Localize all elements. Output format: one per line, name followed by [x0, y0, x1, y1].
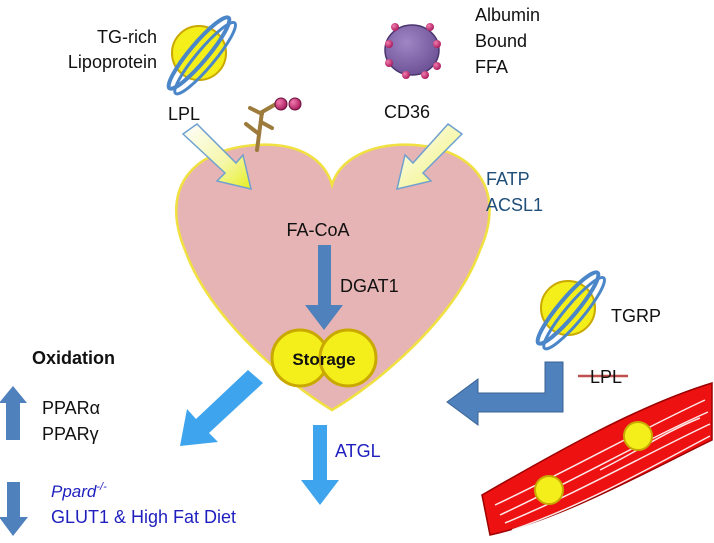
cd36-uptake-arrow: [395, 122, 464, 191]
tgrp-lipoprotein-icon: [535, 270, 606, 351]
acsl1-label: ACSL1: [486, 195, 543, 215]
dgat1-arrow: [305, 245, 343, 330]
fatp-label: FATP: [486, 169, 530, 189]
ppard-superscript: -/-: [96, 481, 107, 493]
muscle-fiber-icon: [481, 381, 713, 536]
glut1-label: GLUT1 & High Fat Diet: [51, 507, 236, 527]
lpl-label: LPL: [168, 104, 200, 124]
tg-rich-label: TG-rich: [97, 27, 157, 47]
albumin-label: Albumin: [475, 5, 540, 25]
pparg-label: PPARγ: [42, 424, 99, 444]
storage-label: Storage: [292, 350, 355, 369]
lipoprotein-icon: [166, 15, 237, 96]
oxidation-label: Oxidation: [32, 348, 115, 368]
lpl-crossed-label: LPL: [590, 367, 622, 387]
tgrp-bent-arrow: [446, 361, 564, 426]
atgl-label: ATGL: [335, 441, 381, 461]
ppara-label: PPARα: [42, 398, 100, 418]
lpl-uptake-arrow: [181, 123, 253, 191]
tgrp-label: TGRP: [611, 306, 661, 326]
cd36-label: CD36: [384, 102, 430, 122]
fa-coa-label: FA-CoA: [286, 220, 349, 240]
heart-shape: [175, 143, 491, 412]
ffa-label: FFA: [475, 57, 508, 77]
lpl-enzyme-icon: [244, 97, 302, 152]
storage-droplets: [270, 328, 378, 388]
up-arrow: [0, 386, 27, 440]
down-arrow: [0, 482, 28, 536]
lipoprotein-label: Lipoprotein: [68, 52, 157, 72]
atgl-arrow: [301, 425, 339, 505]
dgat1-label: DGAT1: [340, 276, 399, 296]
albumin-icon: [384, 23, 441, 79]
bound-label: Bound: [475, 31, 527, 51]
oxidation-arrow: [180, 370, 263, 446]
ppard-label: Ppard-/-: [51, 481, 107, 501]
